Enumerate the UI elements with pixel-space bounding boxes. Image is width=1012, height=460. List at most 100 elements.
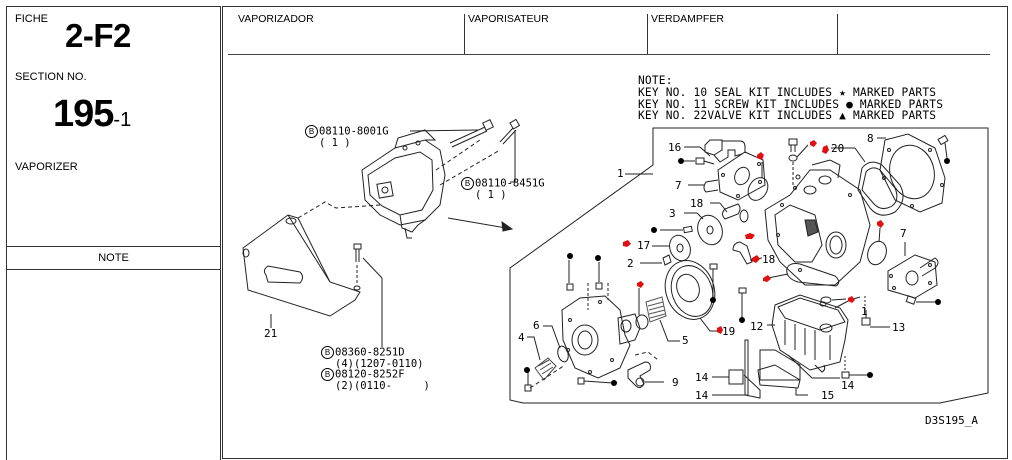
seal-kit-marker bbox=[717, 326, 723, 334]
key-6: 6 bbox=[533, 319, 540, 332]
quantity: (4)(1207-0110) bbox=[335, 358, 424, 370]
key-12: 12 bbox=[750, 320, 764, 333]
plate-7b-icon bbox=[887, 254, 939, 299]
key-18b: 18 bbox=[762, 253, 776, 266]
key-7a: 7 bbox=[675, 179, 682, 192]
gasket-20-icon bbox=[857, 161, 904, 216]
part-number: 08360-8251D bbox=[335, 346, 405, 359]
leader-08360 bbox=[362, 257, 383, 279]
seal-kit-marker bbox=[848, 296, 855, 303]
lang-divider bbox=[837, 14, 838, 54]
seal-kit-marker bbox=[877, 220, 884, 228]
lang-spanish: VAPORIZADOR bbox=[238, 13, 314, 25]
drawing-id: D3S195_A bbox=[925, 414, 978, 427]
lang-french: VAPORISATEUR bbox=[468, 13, 549, 25]
key-8: 8 bbox=[867, 132, 874, 145]
part-name: VAPORIZER bbox=[15, 161, 78, 173]
key-7b: 7 bbox=[900, 227, 907, 240]
diagram-frame bbox=[222, 6, 1008, 459]
lever-18-icon bbox=[732, 241, 753, 265]
leader-08110-8001G bbox=[409, 129, 479, 132]
key-5: 5 bbox=[682, 334, 689, 347]
quantity: ( 1 ) bbox=[475, 189, 507, 201]
subassembly-outline bbox=[509, 127, 989, 404]
cover-plate-icon bbox=[561, 283, 641, 379]
seal-kit-marker bbox=[623, 240, 631, 247]
seal-kit-marker bbox=[763, 275, 771, 282]
key-20: 20 bbox=[831, 142, 845, 155]
key-9: 9 bbox=[672, 376, 679, 389]
note-screw-kit: KEY NO. 11 SCREW KIT INCLUDES ● MARKED P… bbox=[638, 97, 944, 111]
screw-kit-dot bbox=[651, 227, 657, 233]
key-19: 19 bbox=[722, 325, 736, 338]
key-14b: 14 bbox=[695, 389, 709, 402]
key-17: 17 bbox=[637, 239, 651, 252]
spring-5-icon bbox=[645, 296, 667, 323]
key-4: 4 bbox=[518, 331, 525, 344]
key-2: 2 bbox=[627, 257, 634, 270]
key-15: 15 bbox=[821, 389, 835, 402]
key-21: 21 bbox=[264, 327, 278, 340]
seal-kit-marker bbox=[810, 140, 817, 147]
fiche-label: FICHE bbox=[15, 13, 48, 25]
seal-kit-marker bbox=[745, 233, 755, 239]
note-header: NOTE bbox=[7, 246, 220, 270]
elbow-9-icon bbox=[627, 361, 651, 389]
screw-kit-dot bbox=[567, 253, 573, 259]
section-suffix: -1 bbox=[113, 109, 132, 131]
mounting-bracket-icon bbox=[242, 201, 381, 317]
key-14a: 14 bbox=[695, 371, 709, 384]
short-bolt-icon bbox=[499, 118, 521, 145]
note-seal-kit: KEY NO. 10 SEAL KIT INCLUDES ★ MARKED PA… bbox=[638, 85, 937, 99]
note-valve-kit: KEY NO. 22VALVE KIT INCLUDES ▲ MARKED PA… bbox=[638, 109, 937, 123]
seal-6-icon bbox=[557, 345, 569, 363]
lang-divider bbox=[464, 14, 465, 54]
quantity: ( 1 ) bbox=[319, 137, 351, 149]
header-rule bbox=[228, 54, 990, 55]
vaporizer-body-icon bbox=[764, 159, 871, 286]
long-bolt-icon bbox=[449, 119, 494, 148]
key-18a: 18 bbox=[690, 197, 704, 210]
screw-kit-dot bbox=[739, 317, 745, 323]
o-ring-icon bbox=[747, 177, 769, 201]
lang-divider bbox=[647, 14, 648, 54]
bracket-bolt-icon bbox=[353, 243, 362, 284]
seal-kit-marker bbox=[752, 255, 760, 263]
spring-4-icon bbox=[534, 357, 557, 381]
seal-kit-marker bbox=[637, 281, 644, 288]
section-number: 195-1 bbox=[53, 93, 131, 136]
quantity: (2)(0110- ) bbox=[335, 380, 430, 392]
screw-kit-dot bbox=[944, 158, 950, 164]
section-value: 195 bbox=[53, 93, 114, 135]
cover-12-icon bbox=[771, 294, 849, 373]
fiche-info-panel: FICHE 2-F2 SECTION NO. 195-1 VAPORIZER N… bbox=[6, 6, 221, 460]
filter-15-icon bbox=[744, 339, 801, 396]
assembly-arrow bbox=[447, 217, 513, 230]
screw-kit-dot bbox=[678, 158, 684, 164]
screw-kit-dot bbox=[710, 297, 716, 303]
fiche-value: 2-F2 bbox=[65, 17, 131, 54]
long-gasket-icon bbox=[786, 263, 840, 287]
vaporizer-assembly-icon bbox=[361, 129, 501, 239]
pin-2-icon bbox=[662, 254, 672, 266]
connector-16-icon bbox=[704, 139, 746, 163]
kit-notes: NOTE:KEY NO. 10 SEAL KIT INCLUDES ★ MARK… bbox=[638, 75, 943, 122]
screw-kit-markers bbox=[524, 158, 950, 386]
screw-kit-dot bbox=[595, 255, 601, 261]
disc-3-icon bbox=[697, 214, 723, 246]
screw-kit-dot bbox=[867, 372, 873, 378]
seal-kit-marker bbox=[757, 152, 764, 160]
seal-kit-markers bbox=[623, 140, 884, 334]
screw-kit-dot bbox=[935, 299, 941, 305]
part-number: 08110-8451G bbox=[475, 177, 545, 190]
section-label: SECTION NO. bbox=[15, 71, 87, 83]
lang-german: VERDAMPFER bbox=[651, 13, 724, 25]
key-16: 16 bbox=[668, 141, 682, 154]
sleeve-18-icon bbox=[722, 203, 741, 220]
screw-kit-dot bbox=[611, 380, 617, 386]
